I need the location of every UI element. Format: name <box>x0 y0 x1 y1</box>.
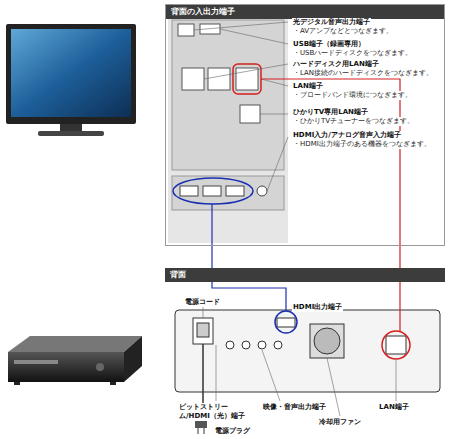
part-label: HDMI出力端子 <box>292 303 343 312</box>
part-label: ・ブロードバンド環境につなぎます。 <box>292 91 413 100</box>
tv-illustration <box>6 24 136 136</box>
part-label: ・LAN接続のハードディスクをつなぎます。 <box>292 69 434 78</box>
part-label: USB端子（録画専用） <box>292 40 366 49</box>
part-label: ハードディスク用LAN端子 <box>292 60 380 69</box>
part-label: 電源プラグ <box>214 427 251 436</box>
part-label: 冷却用ファン <box>318 418 362 427</box>
part-label: ・ひかりTVチューナーをつなぎます。 <box>292 117 415 126</box>
cable-line <box>399 246 400 268</box>
part-label: ひかりTV専用LAN端子 <box>292 108 369 117</box>
cable-line <box>211 246 212 268</box>
panel-heading: 背面 <box>165 268 445 282</box>
panel-heading: 背面の入出力端子 <box>166 5 444 19</box>
part-label: ・AVアンプなどとつなぎます。 <box>292 27 394 36</box>
part-label: LAN端子 <box>292 82 324 91</box>
part-label: ・HDMI出力端子のある機器をつなぎます。 <box>292 140 432 149</box>
part-label: 電源コード <box>184 298 221 307</box>
recorder-illustration <box>8 336 142 385</box>
part-label: ビットストリーム/HDMI（光）端子 <box>178 403 258 421</box>
recorder-rear-panel <box>175 268 440 434</box>
part-label: ・USBハードディスクをつなぎます。 <box>292 49 413 58</box>
part-label: HDMI入力/アナログ音声入力端子 <box>292 131 402 140</box>
part-label: LAN端子 <box>378 403 410 412</box>
part-label: 映像・音声出力端子 <box>262 403 327 412</box>
part-label: 光デジタル音声出力端子 <box>292 18 371 27</box>
